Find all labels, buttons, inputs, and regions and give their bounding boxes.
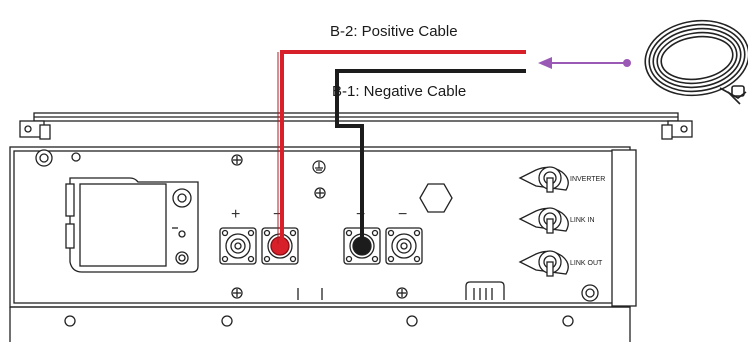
display-module	[65, 177, 199, 273]
minus-symbol-right: −	[398, 206, 407, 223]
arrow-left-icon	[538, 57, 631, 69]
terminal-negative-spare	[385, 227, 423, 265]
port-label-inverter: INVERTER	[570, 176, 605, 183]
port-link-in	[518, 207, 569, 234]
plus-symbol-left: +	[231, 206, 240, 223]
vent-slots	[297, 288, 323, 300]
cross-screws	[231, 154, 408, 299]
port-label-link-in: LINK IN	[570, 217, 595, 224]
terminal-negative-connected	[343, 227, 381, 265]
ground-icon	[312, 160, 326, 174]
port-inverter	[518, 166, 569, 193]
top-handle	[19, 112, 693, 140]
terminal-positive-spare	[219, 227, 257, 265]
port-label-link-out: LINK OUT	[570, 260, 603, 267]
positive-cable	[277, 50, 526, 244]
port-link-out	[518, 250, 569, 277]
comm-ports	[518, 166, 569, 277]
panel-screws	[35, 149, 599, 327]
terminal-positive-connected	[261, 227, 299, 265]
hex-nut	[419, 183, 453, 213]
negative-cable	[335, 69, 526, 244]
label-positive-cable: B-2: Positive Cable	[330, 23, 458, 40]
clip-connector	[465, 281, 505, 300]
label-negative-cable: B-1: Negative Cable	[332, 83, 466, 100]
terminal-connectors	[219, 227, 423, 265]
cable-coil-icon	[644, 19, 748, 105]
